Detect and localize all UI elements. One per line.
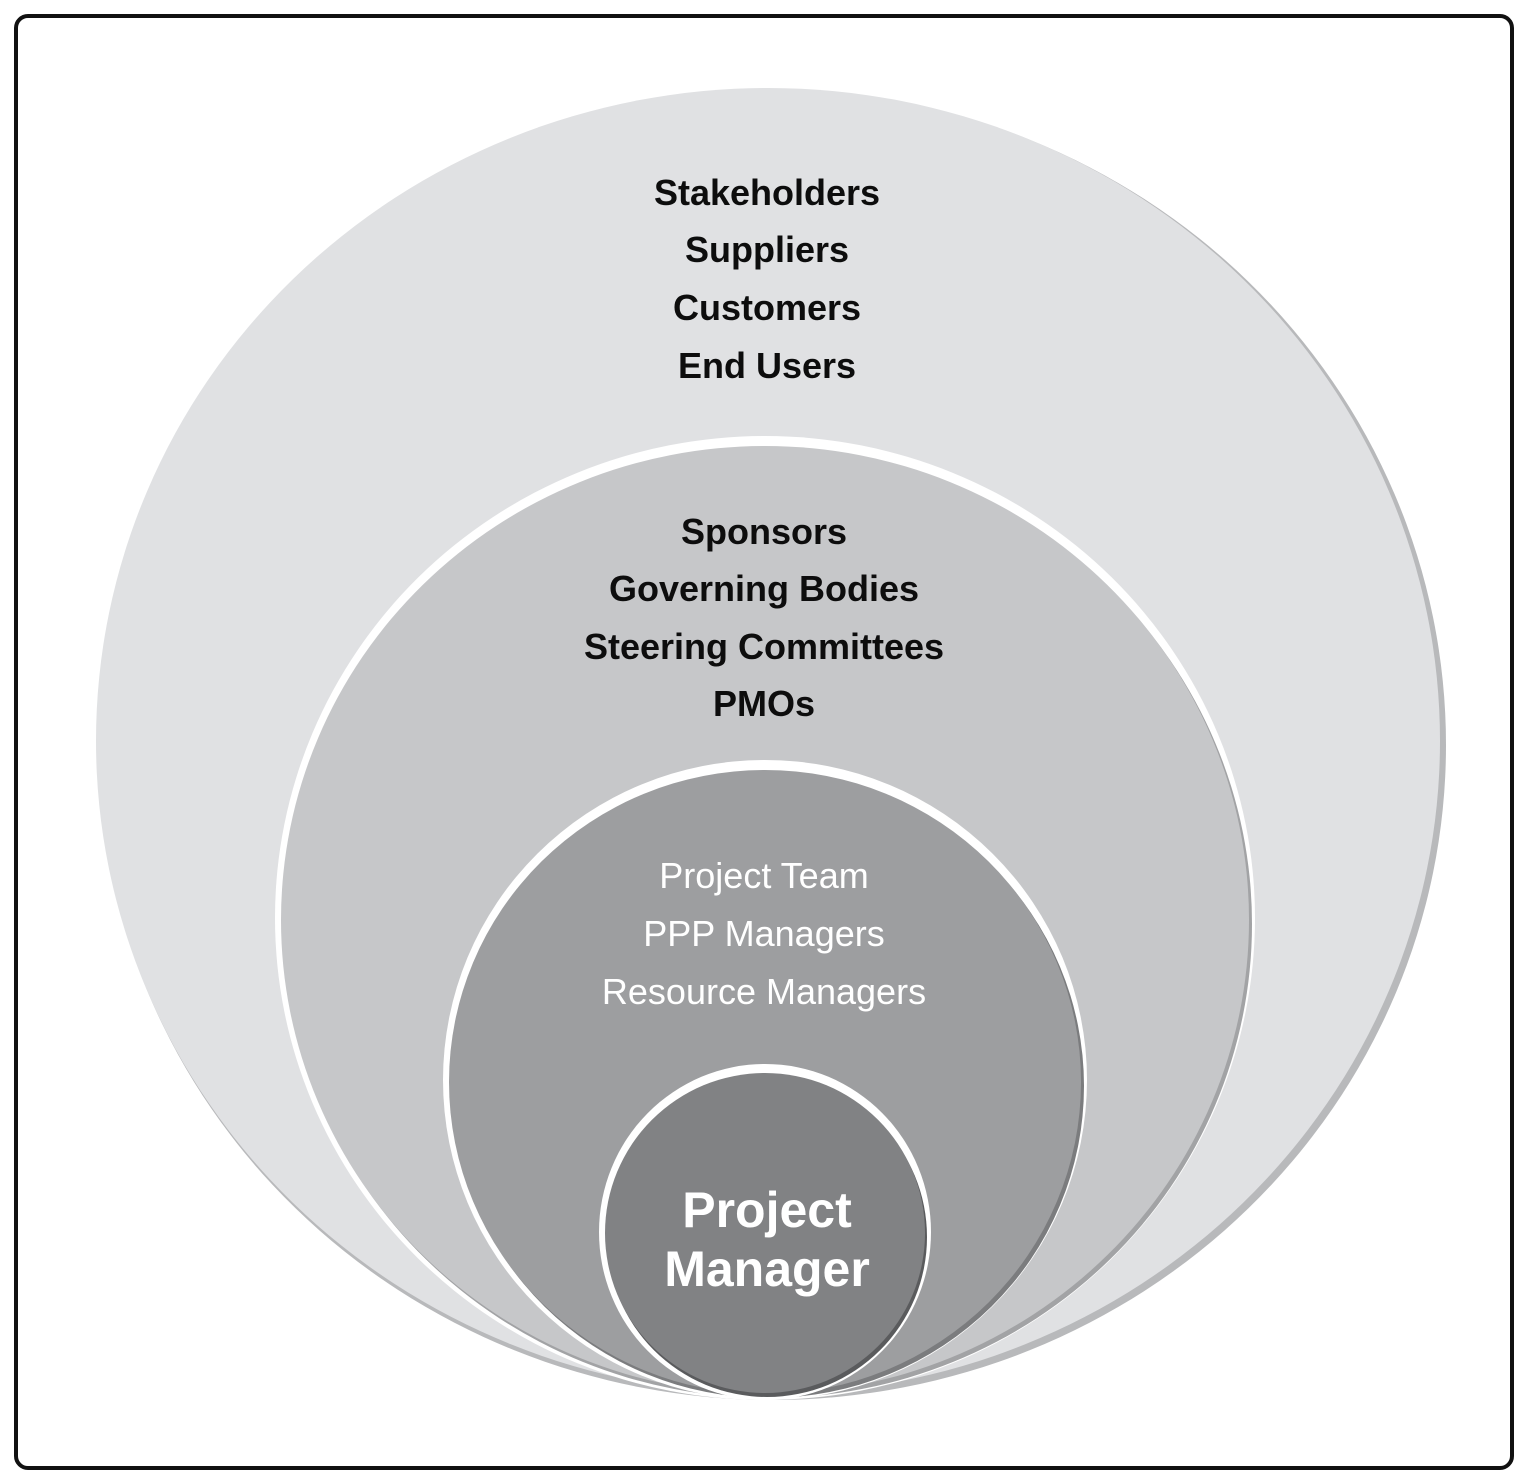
third-label-project-team: Project Team <box>659 855 868 896</box>
third-label-ppp-managers: PPP Managers <box>643 913 884 954</box>
second-label-governing-bodies: Governing Bodies <box>609 568 919 609</box>
outer-label-end-users: End Users <box>678 345 856 386</box>
outer-label-suppliers: Suppliers <box>685 229 849 270</box>
core-label-project: Project <box>682 1182 852 1238</box>
second-label-steering-committees: Steering Committees <box>584 626 944 667</box>
outer-label-stakeholders: Stakeholders <box>654 172 880 213</box>
second-label-pmos: PMOs <box>713 683 815 724</box>
core-label-manager: Manager <box>664 1241 870 1297</box>
third-label-resource-managers: Resource Managers <box>602 971 926 1012</box>
outer-label-customers: Customers <box>673 287 861 328</box>
core-circle <box>605 1073 925 1393</box>
second-label-sponsors: Sponsors <box>681 511 847 552</box>
